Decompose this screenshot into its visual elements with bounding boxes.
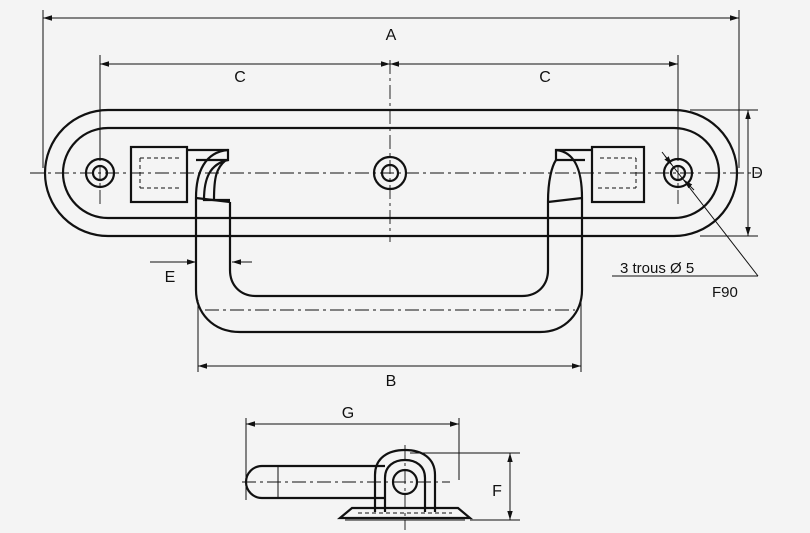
hole-note-text: 3 trous Ø 5 bbox=[620, 260, 694, 277]
dimension-b: B bbox=[197, 300, 582, 390]
dimension-d: D bbox=[690, 109, 763, 237]
left-bracket bbox=[129, 145, 230, 204]
label-g: G bbox=[342, 405, 354, 422]
hole-note: 3 trous Ø 5 F90 bbox=[612, 151, 759, 301]
dimension-e: E bbox=[150, 259, 252, 286]
label-f: F bbox=[492, 483, 502, 500]
countersink-note-text: F90 bbox=[712, 284, 738, 301]
hole-middle bbox=[372, 155, 408, 191]
label-a: A bbox=[386, 27, 397, 44]
label-c-right: C bbox=[539, 69, 551, 86]
dimension-a: A bbox=[42, 10, 740, 168]
label-d: D bbox=[751, 165, 763, 182]
side-handle-bar bbox=[244, 464, 385, 500]
side-base bbox=[336, 506, 474, 520]
side-lug bbox=[373, 448, 437, 512]
label-e: E bbox=[165, 269, 176, 286]
dimension-g: G bbox=[245, 405, 460, 500]
right-bracket bbox=[554, 145, 646, 204]
dimension-f: F bbox=[410, 452, 520, 521]
handle-inner bbox=[202, 158, 230, 202]
label-c-left: C bbox=[234, 69, 246, 86]
handle-outer bbox=[194, 148, 584, 334]
label-b: B bbox=[386, 373, 397, 390]
dimension-c: C C bbox=[99, 55, 679, 160]
top-view: A C C D E B bbox=[30, 10, 763, 390]
side-view: G F bbox=[242, 405, 520, 530]
